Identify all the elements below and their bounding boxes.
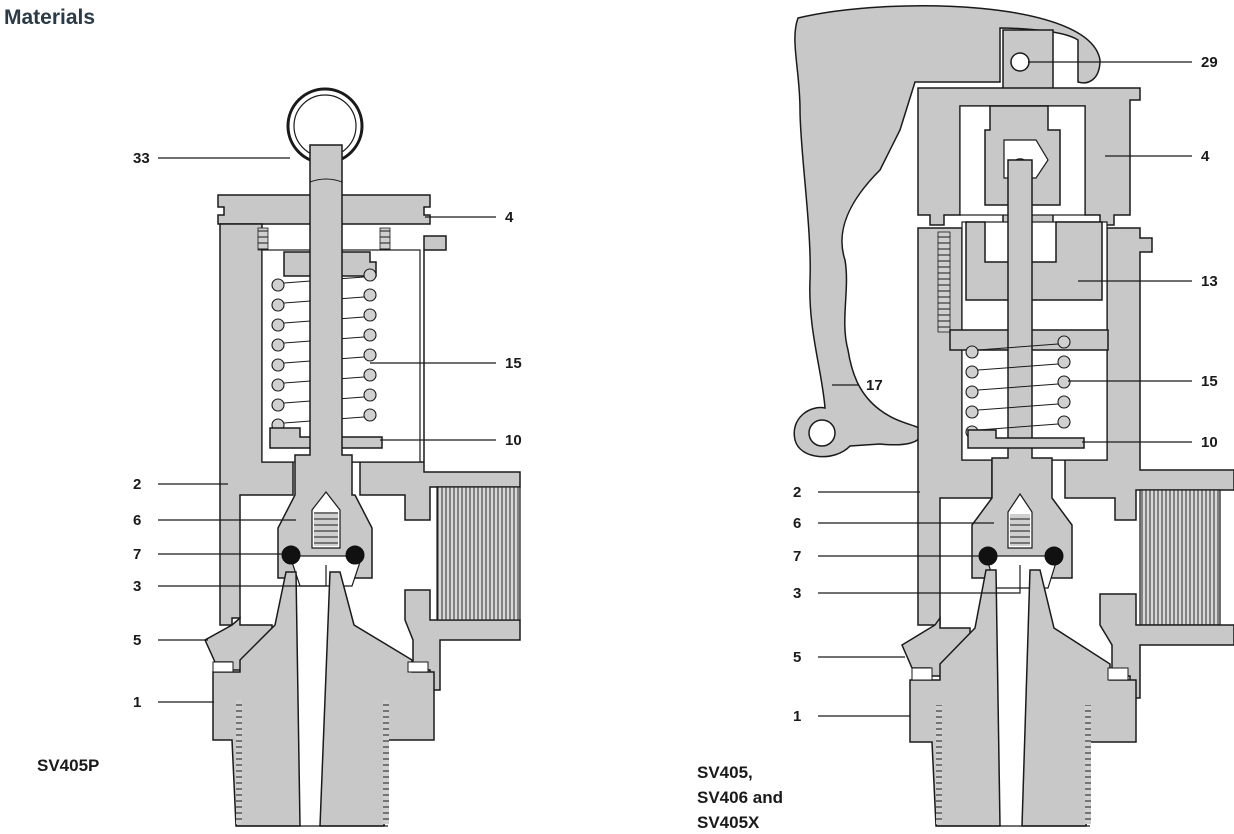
callout-2-right: 2 [793,484,801,501]
callout-10-right: 10 [1201,434,1218,451]
callout-13: 13 [1201,273,1218,290]
lever-hole-icon [808,419,836,447]
spring-right-coils [965,335,1071,439]
model-label-right-line-1: SV405, [697,763,753,782]
right-valve-drawing [793,5,1234,827]
left-callouts: 33 4 15 10 2 6 7 3 5 1 [133,150,522,711]
callout-1: 1 [133,694,141,711]
model-label-right-line-2: SV406 and [697,788,783,807]
model-label-left: SV405P [37,756,99,775]
callout-6: 6 [133,512,141,529]
callout-4-right: 4 [1201,148,1210,165]
callout-7: 7 [133,546,141,563]
callout-29: 29 [1201,54,1218,71]
callout-33: 33 [133,150,150,167]
callout-3: 3 [133,578,141,595]
callout-5: 5 [133,632,141,649]
callout-2: 2 [133,476,141,493]
model-label-right-line-3: SV405X [697,813,760,832]
callout-4: 4 [505,209,514,226]
spring-left-coils [271,268,377,432]
callout-10: 10 [505,432,522,449]
callout-6-right: 6 [793,515,801,532]
callout-7-right: 7 [793,548,801,565]
left-valve-drawing [204,87,521,827]
model-label-right: SV405, SV406 and SV405X [697,763,783,832]
page-title: Materials [4,6,95,29]
callout-15: 15 [505,355,522,372]
callout-15-right: 15 [1201,373,1218,390]
callout-1-right: 1 [793,708,801,725]
callout-3-right: 3 [793,585,801,602]
callout-5-right: 5 [793,649,801,666]
pin-29-icon [1010,52,1030,72]
callout-17: 17 [866,377,883,394]
right-callouts: 29 4 13 17 15 10 2 6 7 3 5 1 [793,54,1218,725]
